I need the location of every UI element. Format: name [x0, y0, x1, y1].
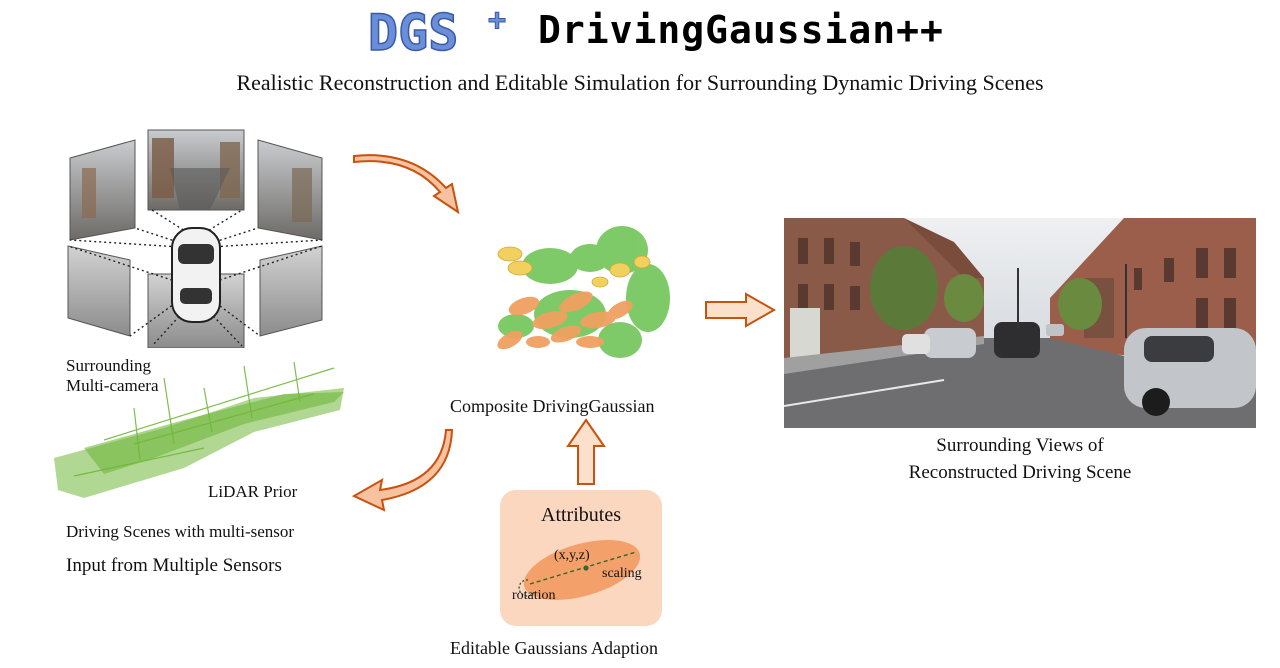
car-shapes	[902, 322, 1256, 416]
input-section-title: Input from Multiple Sensors	[66, 555, 282, 576]
car-icon	[171, 227, 221, 323]
dgs-logo: DGS +	[367, 4, 506, 56]
lidar-label: LiDAR Prior	[208, 482, 298, 501]
output-caption: Surrounding Views of Reconstructed Drivi…	[784, 432, 1256, 486]
up-arrow-from-attributes	[566, 418, 606, 485]
surrounding-camera-views	[67, 129, 323, 348]
attributes-panel: Attributes (x,y,z) scaling rotation	[500, 490, 662, 626]
scene-caption: Driving Scenes with multi-sensor	[66, 522, 295, 541]
attr-scaling-label: scaling	[602, 566, 642, 581]
logo-superscript: +	[488, 4, 506, 38]
curved-arrow-to-input	[351, 429, 454, 512]
curved-arrow-to-composite	[353, 154, 460, 215]
multicam-label: Surrounding Multi-camera	[66, 356, 159, 396]
gaussian-attribute-ellipse	[518, 540, 641, 600]
camera-view-back-left	[67, 245, 131, 337]
reconstructed-scene-view	[784, 218, 1256, 428]
camera-view-back-right	[259, 245, 323, 337]
output-caption-line2: Reconstructed Driving Scene	[908, 462, 1132, 483]
lidar-point-cloud	[54, 361, 344, 498]
attr-rotation-label: rotation	[512, 588, 556, 603]
composite-label: Composite DrivingGaussian	[450, 396, 655, 416]
camera-view-front-right	[257, 139, 323, 241]
camera-view-front-left	[69, 139, 136, 241]
multicam-label-line2: Multi-camera	[66, 376, 159, 395]
brand-title: DrivingGaussian++	[538, 8, 944, 52]
attributes-title: Attributes	[541, 504, 621, 526]
output-caption-line1: Surrounding Views of	[936, 435, 1104, 456]
arrow-to-output	[705, 292, 777, 328]
logo-text: DGS	[368, 4, 458, 56]
multicam-label-line1: Surrounding	[66, 356, 151, 375]
attr-xyz-label: (x,y,z)	[554, 548, 590, 563]
editable-caption: Editable Gaussians Adaption	[450, 638, 658, 658]
composite-gaussian-blobs	[497, 226, 670, 358]
subtitle: Realistic Reconstruction and Editable Si…	[236, 70, 1044, 95]
